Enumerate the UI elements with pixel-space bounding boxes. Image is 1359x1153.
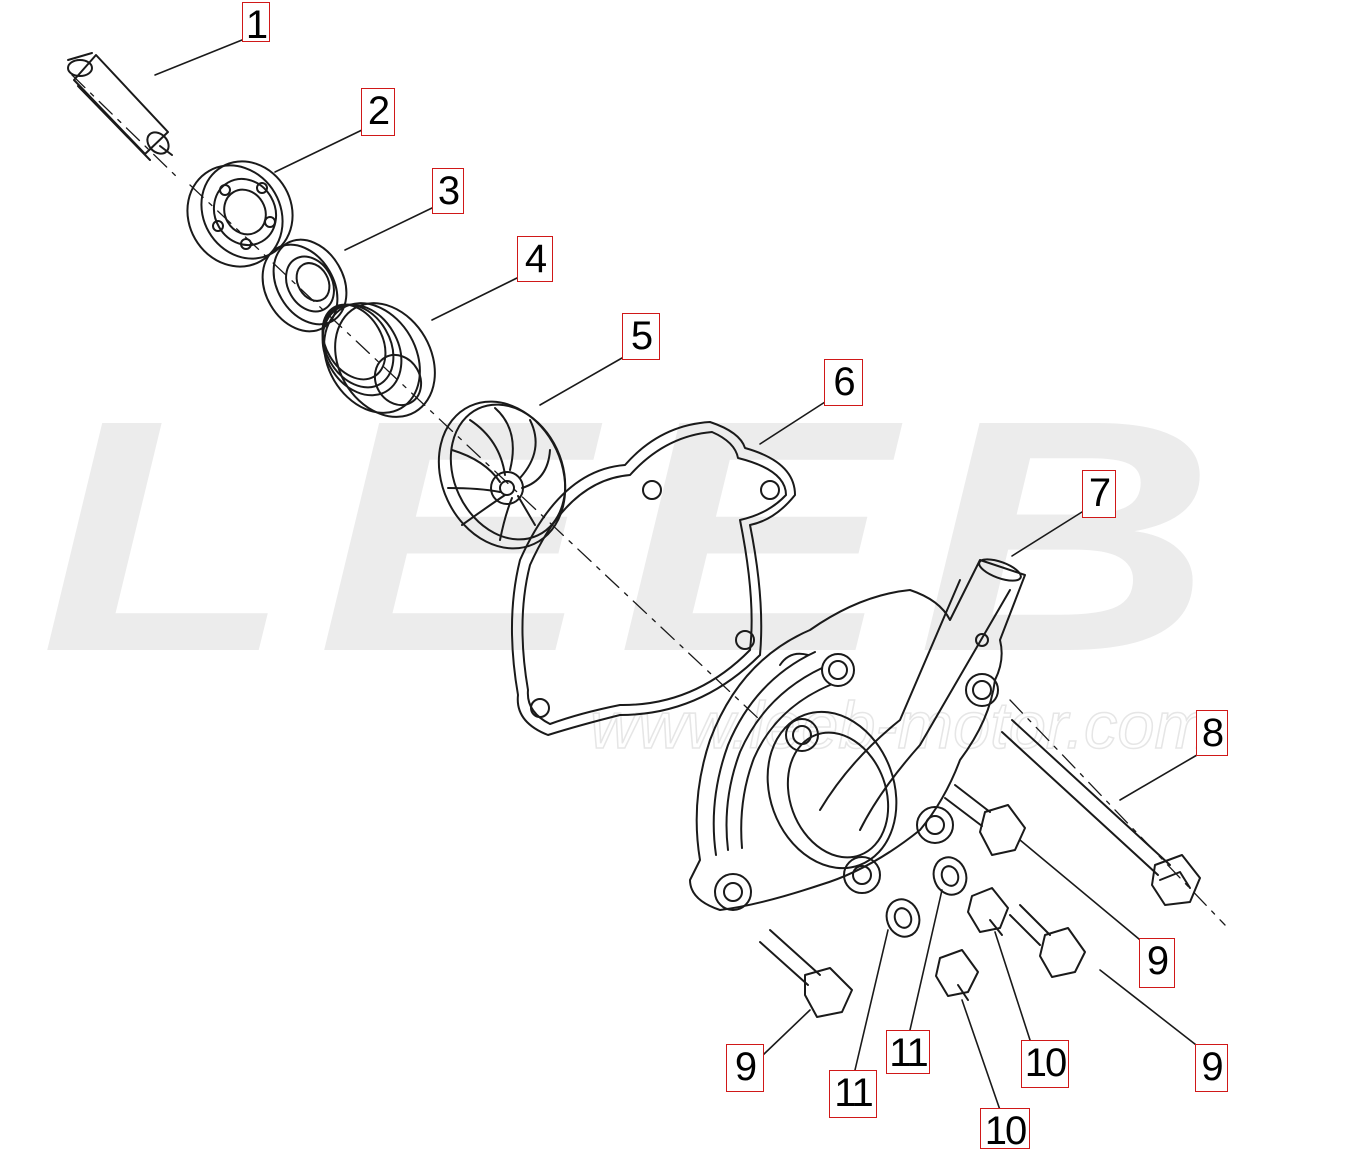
mechanical-seal-icon: [321, 302, 436, 418]
callout-9-c[interactable]: 9: [726, 1044, 764, 1092]
long-bolt-icon: [1001, 719, 1201, 906]
washer-icon: [932, 856, 968, 896]
pump-cover-icon: [689, 558, 1026, 911]
drain-bolt-icon: [935, 949, 979, 1001]
callout-4[interactable]: 4: [517, 236, 553, 282]
callout-11-b[interactable]: 11: [886, 1030, 930, 1075]
callout-9-a[interactable]: 9: [1139, 938, 1175, 988]
flange-bolt-icon: [759, 929, 853, 1018]
svg-text:LEEB: LEEB: [40, 351, 1240, 720]
callout-6[interactable]: 6: [824, 359, 863, 406]
washer-icon: [885, 898, 921, 938]
ball-bearing-icon: [186, 160, 294, 268]
callout-10-a[interactable]: 10: [1021, 1040, 1069, 1088]
pump-shaft-icon: [67, 52, 173, 161]
callout-5[interactable]: 5: [622, 313, 660, 360]
leader-lines: [154, 39, 1201, 1111]
callout-7[interactable]: 7: [1082, 470, 1116, 518]
callout-11-a[interactable]: 11: [829, 1070, 877, 1118]
drain-bolt-icon: [967, 887, 1009, 936]
assembly-axis-line: [71, 74, 1226, 926]
callout-8[interactable]: 8: [1196, 710, 1228, 756]
callout-1[interactable]: 1: [242, 2, 270, 47]
flange-bolt-icon: [944, 784, 1026, 856]
callout-3[interactable]: 3: [432, 168, 464, 214]
impeller-icon: [437, 400, 567, 550]
svg-text:www.leeb-motor.com: www.leeb-motor.com: [590, 688, 1210, 762]
gasket-icon: [511, 421, 796, 736]
flange-bolt-icon: [1009, 904, 1086, 978]
oil-seal-icon: [261, 238, 348, 333]
callout-9-b[interactable]: 9: [1195, 1044, 1228, 1092]
watermark-logo: LEEB www.leeb-motor.com: [40, 351, 1240, 763]
callout-10-b[interactable]: 10: [980, 1108, 1030, 1153]
callout-2[interactable]: 2: [361, 88, 395, 136]
